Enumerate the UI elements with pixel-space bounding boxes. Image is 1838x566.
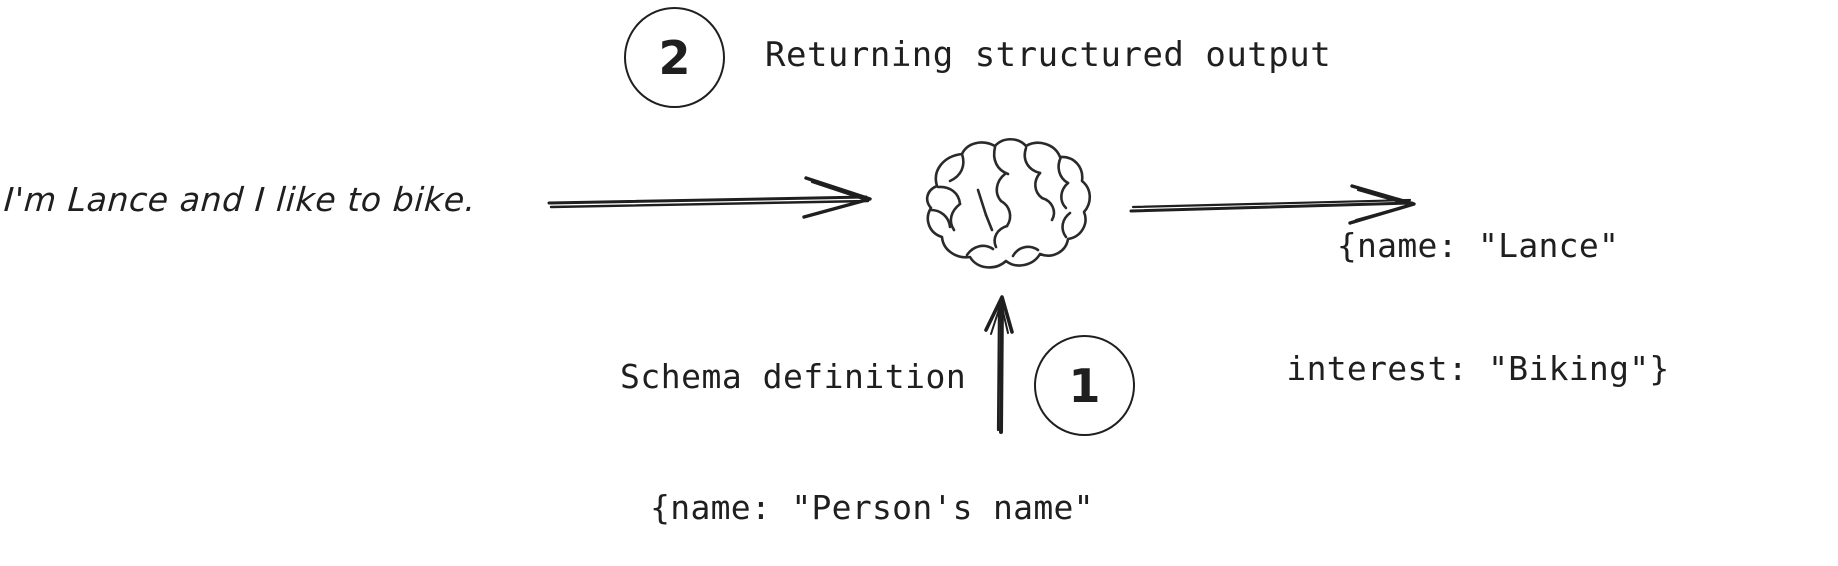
step-badge-2[interactable]: 2 (624, 7, 725, 108)
schema-json-block: {name: "Person's name" interest: "Person… (569, 405, 1174, 566)
step-1-label: Schema definition (620, 357, 967, 396)
schema-json-line-1: {name: "Person's name" (650, 488, 1094, 527)
output-json-line-1: {name: "Lance" (1336, 226, 1620, 265)
brain-icon (925, 137, 1092, 269)
output-json-block: {name: "Lance" interest: "Biking"} (1286, 143, 1669, 471)
input-text: I'm Lance and I like to bike. (2, 180, 478, 219)
output-json-line-2: interest: "Biking"} (1286, 349, 1670, 388)
input-to-brain-arrow (547, 176, 872, 219)
step-2-label: Returning structured output (765, 35, 1332, 75)
step-badge-1[interactable]: 1 (1034, 335, 1135, 436)
